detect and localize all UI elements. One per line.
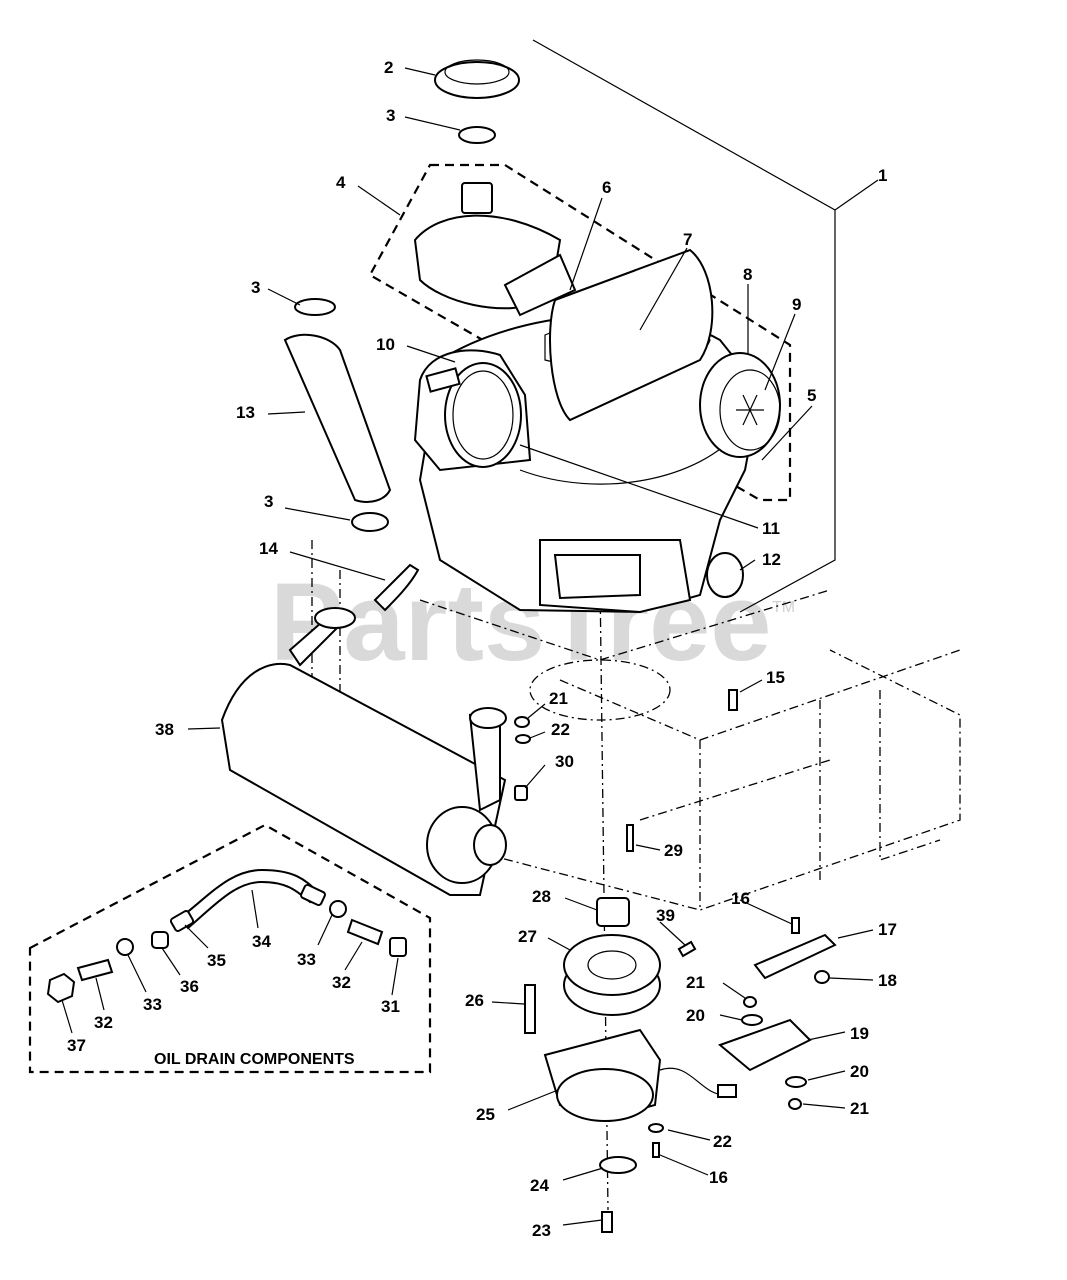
callout: 22 bbox=[551, 720, 570, 739]
callout: 36 bbox=[180, 977, 199, 996]
callout: 17 bbox=[878, 920, 897, 939]
callout: 21 bbox=[686, 973, 705, 992]
oil-drain-box bbox=[28, 823, 432, 1074]
callout: 33 bbox=[297, 950, 316, 969]
callout: 32 bbox=[332, 973, 351, 992]
callout: 35 bbox=[207, 951, 226, 970]
callout: 9 bbox=[792, 295, 801, 314]
callout: 30 bbox=[555, 752, 574, 771]
callout: 20 bbox=[850, 1062, 869, 1081]
trademark-symbol: TM bbox=[772, 599, 795, 616]
callout: 24 bbox=[530, 1176, 549, 1195]
callout: 37 bbox=[67, 1036, 86, 1055]
callout: 16 bbox=[709, 1168, 728, 1187]
callout: 14 bbox=[259, 539, 278, 558]
oil-drain-caption: OIL DRAIN COMPONENTS bbox=[154, 1051, 355, 1068]
callout: 3 bbox=[264, 492, 273, 511]
callout: 13 bbox=[236, 403, 255, 422]
air-filter-assembly-box bbox=[368, 163, 792, 502]
oil-drain-components bbox=[46, 868, 407, 1004]
breather-hose bbox=[373, 563, 420, 612]
callout: 16 bbox=[731, 889, 750, 908]
engine bbox=[418, 314, 762, 614]
callout: 29 bbox=[664, 841, 683, 860]
callout: 1 bbox=[878, 166, 887, 185]
engine-panel-outline bbox=[532, 39, 836, 613]
clutch-assembly bbox=[524, 897, 837, 1233]
callout: 5 bbox=[807, 386, 816, 405]
callout: 25 bbox=[476, 1105, 495, 1124]
callout: 32 bbox=[94, 1013, 113, 1032]
callout: 38 bbox=[155, 720, 174, 739]
leader-lines bbox=[61, 67, 879, 1226]
callout: 31 bbox=[381, 997, 400, 1016]
frame-outline bbox=[311, 540, 961, 911]
callout: 18 bbox=[878, 971, 897, 990]
callout: 6 bbox=[602, 178, 611, 197]
callout: 26 bbox=[465, 991, 484, 1010]
callout: 28 bbox=[532, 887, 551, 906]
intake-housing bbox=[413, 349, 532, 472]
callout: 21 bbox=[549, 689, 568, 708]
intake-hose bbox=[283, 298, 392, 532]
callout: 3 bbox=[386, 106, 395, 125]
callout: 12 bbox=[762, 550, 781, 569]
callout: 2 bbox=[384, 58, 393, 77]
callout: 11 bbox=[762, 519, 780, 538]
callout: 19 bbox=[850, 1024, 869, 1043]
callout: 21 bbox=[850, 1099, 869, 1118]
callouts: 1 2 3 3 3 4 5 6 7 8 9 10 11 12 13 14 15 … bbox=[67, 58, 897, 1240]
callout: 22 bbox=[713, 1132, 732, 1151]
air-filter-housing bbox=[413, 182, 781, 458]
callout: 3 bbox=[251, 278, 260, 297]
callout: 39 bbox=[656, 906, 675, 925]
callout: 15 bbox=[766, 668, 785, 687]
hardware bbox=[514, 689, 830, 1158]
callout: 34 bbox=[252, 932, 271, 951]
muffler bbox=[220, 607, 507, 896]
callout: 20 bbox=[686, 1006, 705, 1025]
clamp-top bbox=[458, 126, 496, 144]
callout: 8 bbox=[743, 265, 752, 284]
callout: 10 bbox=[376, 335, 395, 354]
top-cap bbox=[434, 59, 520, 99]
callout: 33 bbox=[143, 995, 162, 1014]
callout: 7 bbox=[683, 230, 692, 249]
callout: 23 bbox=[532, 1221, 551, 1240]
callout: 27 bbox=[518, 927, 537, 946]
callout: 4 bbox=[336, 173, 346, 192]
